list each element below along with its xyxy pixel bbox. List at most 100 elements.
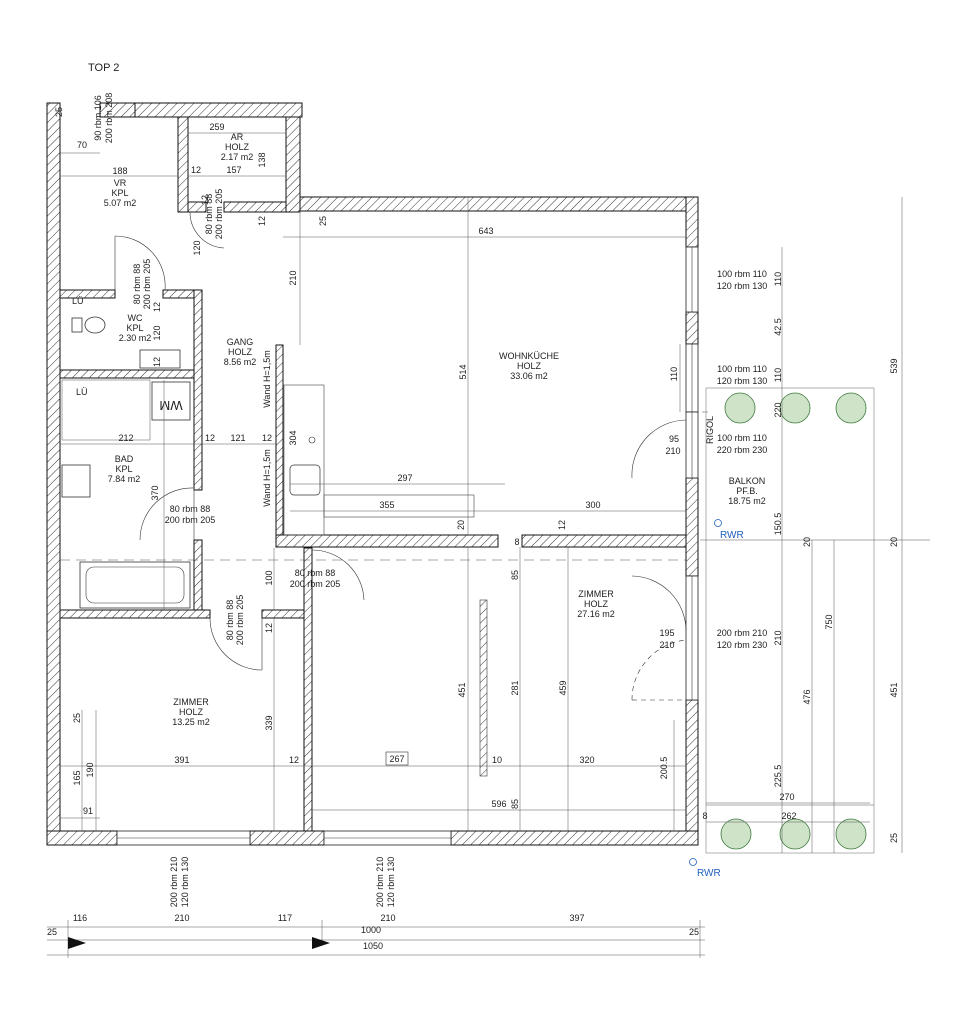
dimension-d-225-5: 225.5	[773, 765, 783, 788]
dimension-d-80rbm88-wc: 80 rbm 88	[132, 264, 142, 305]
section-arrows	[68, 937, 330, 949]
room-floor: HOLZ	[225, 142, 250, 152]
room-name: WC	[128, 313, 143, 323]
dimension-d-25-bl: 25	[47, 927, 57, 937]
dimension-d-210-gang: 210	[288, 270, 298, 285]
room-area: 7.84 m2	[108, 474, 141, 484]
dimension-d-1050: 1050	[363, 941, 383, 951]
dimension-box-267-label: 267	[389, 754, 404, 764]
rwr-label-1: RWR	[720, 530, 744, 541]
balcony: RWR RWR	[689, 387, 875, 879]
dimension-d-12-zl: 12	[289, 755, 299, 765]
dimension-d-w3b: 220 rbm 230	[717, 445, 768, 455]
room-name: WOHNKÜCHE	[499, 351, 559, 361]
dimension-d-514: 514	[458, 364, 468, 379]
room-name: BALKON	[729, 476, 766, 486]
room-area: 8.56 m2	[224, 357, 257, 367]
dimension-d-w4a: 200 rbm 210	[717, 628, 768, 638]
dimension-d-451-r: 451	[889, 682, 899, 697]
room-floor: HOLZ	[228, 347, 253, 357]
dimension-d-25-rb: 25	[889, 833, 899, 843]
room-name: ZIMMER	[578, 589, 614, 599]
room-floor: HOLZ	[584, 599, 609, 609]
plant-icons	[720, 392, 867, 850]
room-area: 2.17 m2	[221, 152, 254, 162]
dimension-d-wand-1: Wand H=1,5m	[262, 350, 272, 407]
dimension-d-121: 121	[230, 433, 245, 443]
dimension-d-200rbm208: 200 rbm 208	[104, 93, 114, 144]
dimension-d-95: 95	[669, 434, 679, 444]
walls	[46, 102, 699, 846]
dimension-d-12-wc: 12	[152, 302, 162, 312]
dimension-d-110-wk: 110	[669, 367, 679, 381]
room-name: GANG	[227, 337, 254, 347]
dimension-d-12-wk: 12	[557, 520, 567, 530]
dimension-d-210-z: 210	[659, 640, 674, 650]
dimension-d-85-z: 85	[510, 570, 520, 580]
room-area: 18.75 m2	[728, 496, 766, 506]
dimension-d-210-b1: 210	[174, 913, 189, 923]
dimension-d-80rbm88-g: 80 rbm 88	[295, 568, 336, 578]
room-floor: HOLZ	[517, 361, 542, 371]
dimension-d-212: 212	[118, 433, 133, 443]
dimension-d-w2b: 120 rbm 130	[717, 376, 768, 386]
windows	[116, 246, 699, 846]
dimension-d-750: 750	[824, 614, 834, 629]
plan-title: TOP 2	[88, 62, 119, 74]
room-floor: HOLZ	[179, 707, 204, 717]
dimension-d-397: 397	[569, 913, 584, 923]
dimension-d-459: 459	[558, 680, 568, 695]
dimension-d-200-5: 200.5	[659, 757, 669, 780]
room-floor: PF.B.	[736, 486, 758, 496]
dimension-d-476: 476	[802, 689, 812, 704]
dimension-d-25-br: 25	[689, 927, 699, 937]
dimension-d-20-rr: 20	[889, 537, 899, 547]
dimension-d-262: 262	[781, 811, 796, 821]
dimension-d-80rbm88-bad: 80 rbm 88	[170, 504, 211, 514]
shower-area	[61, 379, 151, 441]
rwr-drain-icon-1	[714, 519, 722, 527]
dimension-d-596: 596	[491, 799, 506, 809]
column	[479, 599, 488, 777]
dimension-d-391: 391	[174, 755, 189, 765]
bad-sink	[61, 464, 91, 498]
dimension-d-150-5: 150.5	[773, 513, 783, 536]
dimension-d-539: 539	[889, 358, 899, 373]
dimension-d-188: 188	[112, 166, 127, 176]
dimension-d-110-r2: 110	[773, 368, 783, 382]
dimension-d-80rbm88-z: 80 rbm 88	[225, 600, 235, 641]
dimension-d-12-wc2: 12	[152, 357, 162, 367]
room-name: ZIMMER	[173, 697, 209, 707]
dimension-d-70: 70	[77, 140, 87, 150]
toilet	[84, 316, 106, 334]
room-floor: KPL	[111, 188, 128, 198]
room-area: 13.25 m2	[172, 717, 210, 727]
dimension-d-12-ar: 12	[191, 165, 201, 175]
kitchen-sink	[289, 464, 321, 496]
dimension-d-270: 270	[779, 792, 794, 802]
dimension-d-win-m1: 200 rbm 210	[375, 857, 385, 908]
dimension-d-80rbm88-ar: 80 rbm 88	[204, 194, 214, 235]
dimension-d-w1a: 100 rbm 110	[717, 269, 767, 279]
dimension-d-wand-2: Wand H=1,5m	[262, 449, 272, 506]
dimension-d-297: 297	[397, 473, 412, 483]
dimension-box-267	[385, 751, 409, 766]
room-floor: KPL	[126, 323, 143, 333]
dimension-d-20-wk: 20	[456, 520, 466, 530]
dimension-d-12-z: 12	[264, 623, 274, 633]
dimension-d-210-wk: 210	[665, 446, 680, 456]
dimension-d-12-bad2: 12	[262, 433, 272, 443]
room-name: AR	[231, 132, 244, 142]
dimension-d-12-ar3: 12	[257, 216, 267, 226]
dimension-d-rigol: RIGOL	[705, 416, 715, 444]
dimension-d-w1b: 120 rbm 130	[717, 281, 768, 291]
dimension-d-138: 138	[257, 152, 267, 167]
dimension-d-210-b2: 210	[380, 913, 395, 923]
dimension-d-w4b: 120 rbm 230	[717, 640, 768, 650]
